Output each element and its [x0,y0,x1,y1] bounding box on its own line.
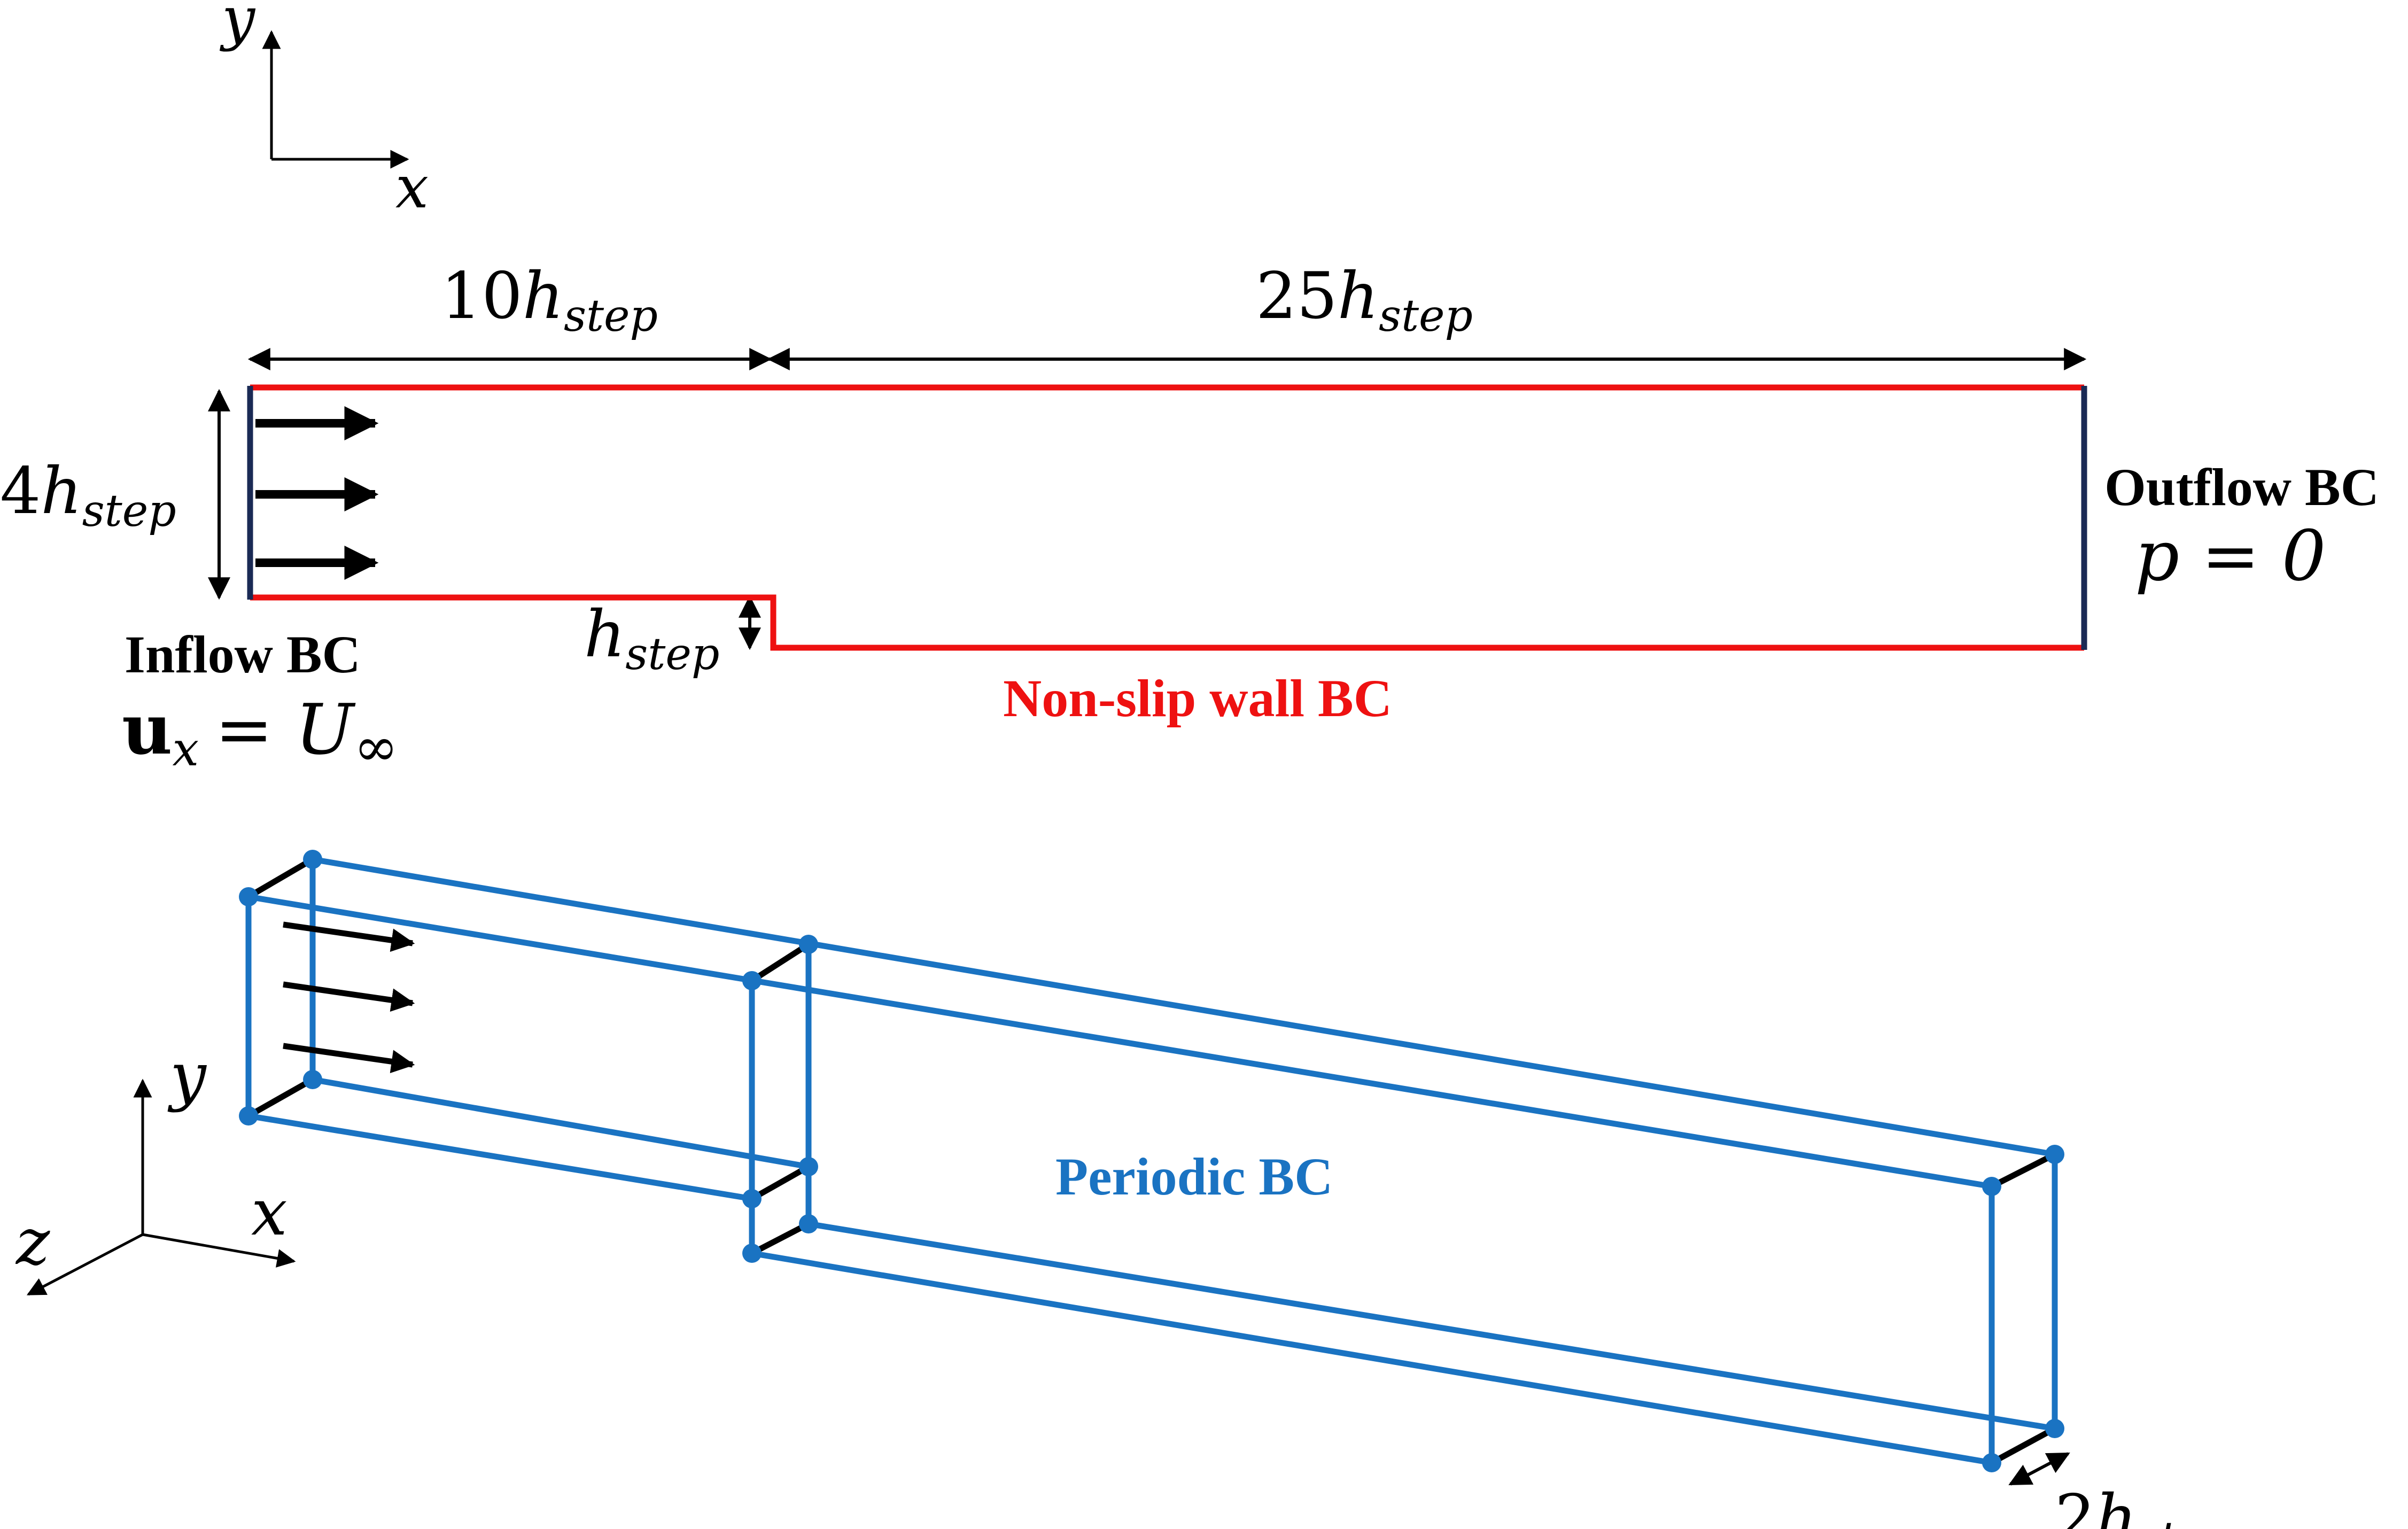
step-height-label: hstep [584,597,719,680]
x-axis-2d-label: x [395,153,429,221]
z-axis-3d-label: z [15,1205,50,1279]
span-width-label: 2hstep [2055,1481,2231,1529]
x-axis-3d-label: x [251,1176,288,1250]
inflow-bc-title: Inflow BC [125,625,361,684]
dimension-arrows-2d [208,348,2087,650]
channel-3d [239,850,2070,1486]
outflow-bc-title: Outflow BC [2104,457,2379,517]
channel-height-label: 4hstep [0,454,176,537]
y-axis-2d-label: y [219,0,256,52]
axes-3d: y x z [15,1039,296,1296]
y-axis-3d-label: y [167,1039,207,1114]
outflow-bc-equation: p = 0 [2135,515,2326,596]
vertex-dots [239,850,2064,1472]
inflow-velocity-arrow-3d-2 [283,981,415,1012]
inflow-velocity-arrow-3d-1 [283,921,415,952]
spanwise-edges [247,857,2056,1465]
x-axis-3d [142,1233,296,1268]
axes-2d: y x [219,0,429,221]
non-slip-walls [250,384,2084,651]
channel-2d [247,384,2087,651]
span-width-arrow [2008,1452,2070,1486]
inflow-bc-equation: ux= U∞ [122,688,398,778]
wall-bc-title: Non-slip wall BC [1003,669,1392,728]
upstream-length-label: 10hstep [441,259,658,341]
downstream-length-label: 25hstep [1256,259,1473,341]
periodic-bc-title: Periodic BC [1055,1147,1333,1206]
z-axis-3d [26,1233,144,1296]
inflow-velocity-arrow-3d-3 [283,1043,415,1074]
